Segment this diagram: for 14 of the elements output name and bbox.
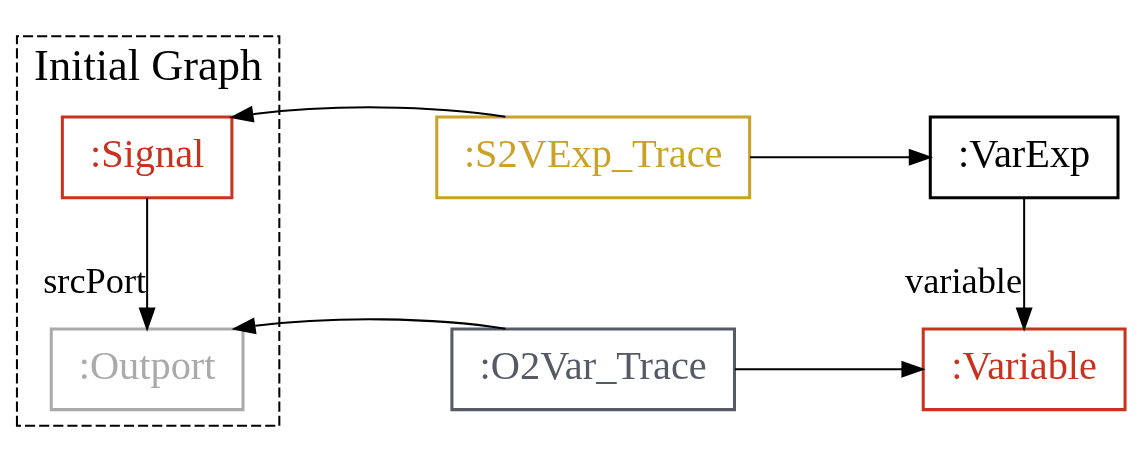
node-box: :O2Var_Trace [450, 327, 736, 412]
node-box: :Variable [921, 327, 1127, 412]
arrow [749, 148, 934, 166]
arrow [231, 317, 506, 335]
node-box: :Outport [49, 327, 245, 412]
arrow [1015, 198, 1033, 332]
arrow [229, 105, 506, 123]
edge-label: variable [905, 260, 1023, 301]
edge-label: srcPort [43, 260, 147, 301]
node-box: :Signal [60, 115, 234, 200]
arrow [735, 360, 926, 378]
arrow [138, 198, 156, 332]
node-box: :VarExp [928, 115, 1120, 200]
node-box: :S2VExp_Trace [435, 115, 752, 200]
